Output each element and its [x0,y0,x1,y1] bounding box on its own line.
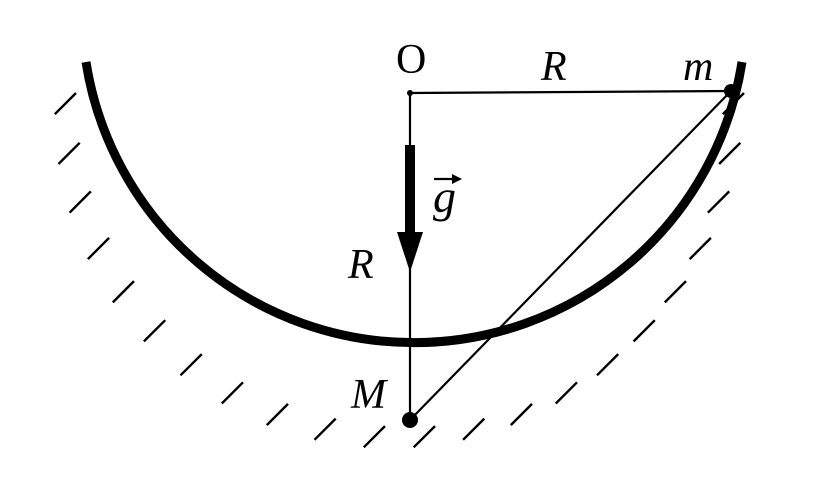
label-small-mass: m [683,44,713,90]
label-big-mass: M [350,372,388,418]
label-radius-side: R [347,242,374,288]
chord-line [409,90,732,421]
hatch-mark [87,237,110,260]
hatch-mark [707,190,731,214]
label-origin: O [396,37,426,83]
hatch-mark [554,381,578,405]
hatch-mark [462,417,486,441]
hatch-mark [509,403,533,426]
hatch-mark [57,141,81,165]
wall-hatching [53,92,745,449]
hatch-mark [68,190,92,214]
hatch-mark [688,237,712,260]
hatch-mark [362,425,386,449]
origin-point [407,90,413,96]
label-radius-top: R [540,44,567,90]
label-gravity: g [433,171,456,222]
hatch-mark [663,280,687,304]
radius-horizontal [409,89,732,95]
hatch-mark [220,381,244,405]
hatch-mark [265,403,289,426]
big-mass-dot [402,412,418,428]
gravity-arrow [397,145,423,272]
hatch-mark [718,141,742,165]
hatch-mark [313,417,337,441]
hatch-mark [632,319,656,343]
hatch-mark [596,353,620,377]
hatch-mark [179,353,203,377]
hatch-mark [111,280,135,304]
vector-arrow-icon [434,174,462,184]
hatch-mark [412,425,436,449]
hatch-mark [53,92,77,116]
bowl-surface [81,61,747,348]
hatch-mark [143,319,167,343]
small-mass-dot [724,84,738,98]
